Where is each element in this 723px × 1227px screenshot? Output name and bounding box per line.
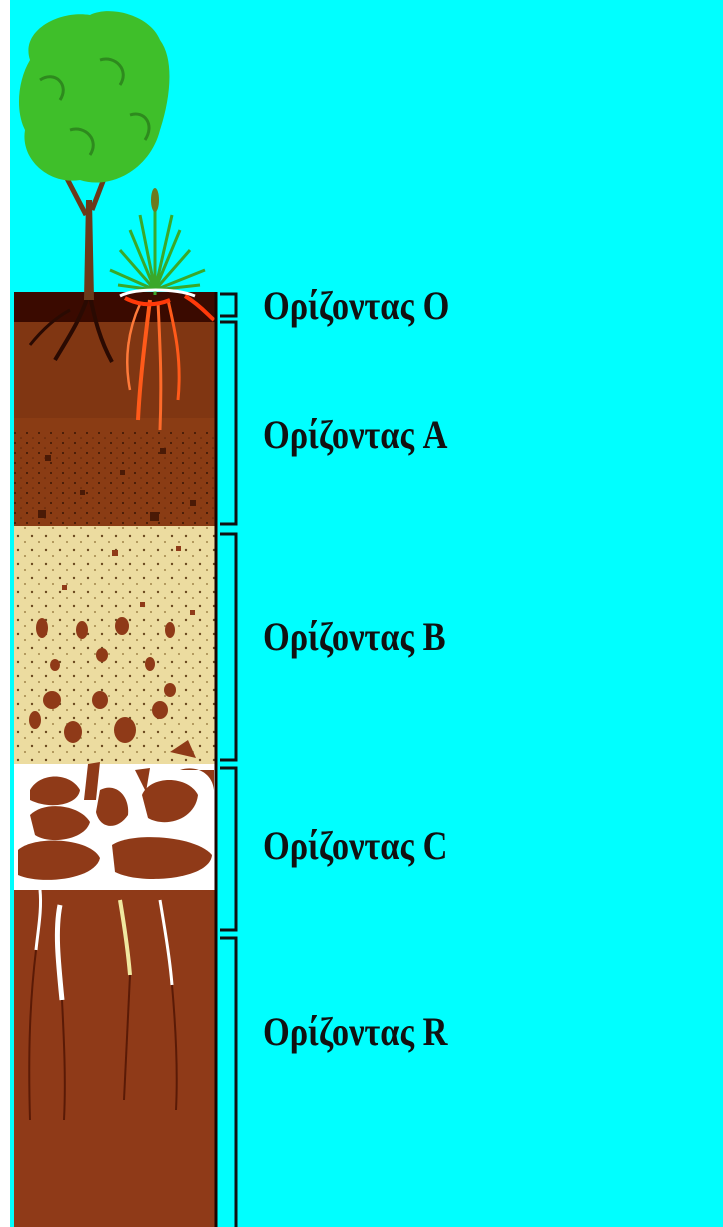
horizon-r-band	[14, 880, 216, 1227]
bracket-r	[220, 938, 236, 1227]
grass-seedhead	[151, 188, 159, 212]
bracket-a	[220, 322, 236, 524]
horizon-b-label: Ορίζοντας B	[263, 617, 446, 657]
bracket-o	[220, 294, 236, 316]
grass-plant	[110, 200, 205, 295]
soil-column	[14, 292, 216, 1227]
tree-crown	[19, 11, 169, 182]
bracket-c	[220, 768, 236, 930]
left-margin	[0, 0, 10, 1227]
horizon-o-label: Ορίζοντας O	[263, 286, 449, 326]
horizon-a-label: Ορίζοντας A	[263, 415, 447, 455]
horizon-c-label: Ορίζοντας C	[263, 826, 447, 866]
bracket-b	[220, 534, 236, 760]
horizon-brackets	[220, 294, 236, 1227]
horizon-r-label: Ορίζοντας R	[263, 1012, 447, 1052]
